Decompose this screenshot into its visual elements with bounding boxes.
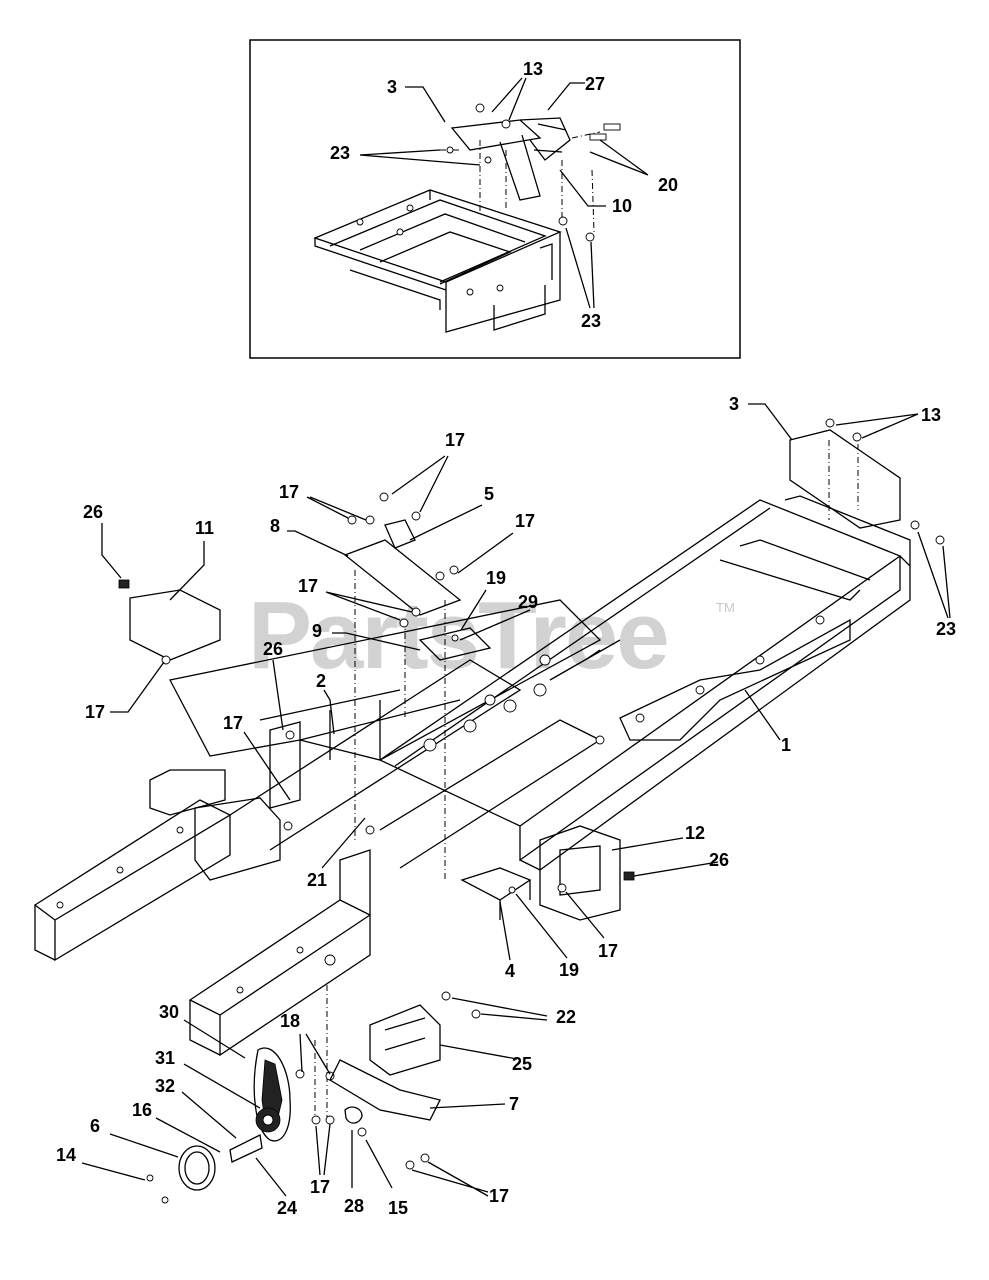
callout-4: 4	[505, 961, 515, 981]
callout-17-f: 17	[223, 713, 243, 733]
callout-17-b: 17	[279, 482, 299, 502]
frame-assembly-drawing	[33, 418, 945, 1204]
callout-8: 8	[270, 516, 280, 536]
hardware	[118, 418, 945, 1204]
callout-13: 13	[921, 405, 941, 425]
callout-inset-27: 27	[585, 74, 605, 94]
bracket-4	[460, 867, 532, 901]
callout-17-a: 17	[445, 430, 465, 450]
callout-17-c: 17	[515, 511, 535, 531]
bracket-12	[539, 825, 621, 921]
callout-32: 32	[155, 1076, 175, 1096]
callout-30: 30	[159, 1002, 179, 1022]
watermark-trademark: TM	[716, 600, 735, 615]
plate-9	[418, 627, 492, 661]
callout-25: 25	[512, 1054, 532, 1074]
callout-19-b: 19	[559, 960, 579, 980]
callout-17-d: 17	[298, 576, 318, 596]
callout-inset-10: 10	[612, 196, 632, 216]
callout-22: 22	[556, 1007, 576, 1027]
callout-2: 2	[316, 671, 326, 691]
callout-16: 16	[132, 1100, 152, 1120]
main-callouts: 3 13 23 17 17 5 26 11 8 17 17 19 29 9 26…	[56, 394, 956, 1218]
callout-5: 5	[484, 484, 494, 504]
callout-14: 14	[56, 1145, 76, 1165]
main-leaders	[81, 403, 951, 1197]
callout-26-c: 26	[709, 850, 729, 870]
callout-17-g: 17	[598, 941, 618, 961]
callout-21: 21	[307, 870, 327, 890]
inset-detail: 3 13 27 23 20 10 23	[249, 39, 741, 359]
callout-inset-23-top: 23	[330, 143, 350, 163]
callout-19-a: 19	[486, 568, 506, 588]
inset-frame-drawing	[313, 103, 621, 333]
callout-11: 11	[195, 518, 214, 538]
callout-29: 29	[518, 592, 538, 612]
callout-24: 24	[277, 1198, 297, 1218]
callout-1: 1	[781, 735, 791, 755]
callout-inset-23-bottom: 23	[581, 311, 601, 331]
callout-inset-13: 13	[523, 59, 543, 79]
callout-15: 15	[388, 1198, 408, 1218]
callout-17-e: 17	[85, 702, 105, 722]
callout-23: 23	[936, 619, 956, 639]
callout-26-a: 26	[83, 502, 103, 522]
plate-3	[789, 429, 901, 529]
plate-8	[343, 539, 462, 616]
callout-12: 12	[685, 823, 705, 843]
callout-26-b: 26	[263, 639, 283, 659]
steering-assembly	[178, 1004, 441, 1191]
inset-frame	[249, 39, 741, 359]
callout-28: 28	[344, 1196, 364, 1216]
callout-18: 18	[280, 1011, 300, 1031]
callout-6: 6	[90, 1116, 100, 1136]
callout-inset-3: 3	[387, 77, 397, 97]
bracket-11	[129, 589, 221, 661]
callout-inset-20: 20	[658, 175, 678, 195]
callout-31: 31	[155, 1048, 175, 1068]
callout-17-h: 17	[310, 1177, 330, 1197]
callout-17-i: 17	[489, 1186, 509, 1206]
callout-7: 7	[509, 1094, 519, 1114]
callout-9: 9	[312, 621, 322, 641]
inset-leaders	[359, 77, 649, 309]
callout-3: 3	[729, 394, 739, 414]
